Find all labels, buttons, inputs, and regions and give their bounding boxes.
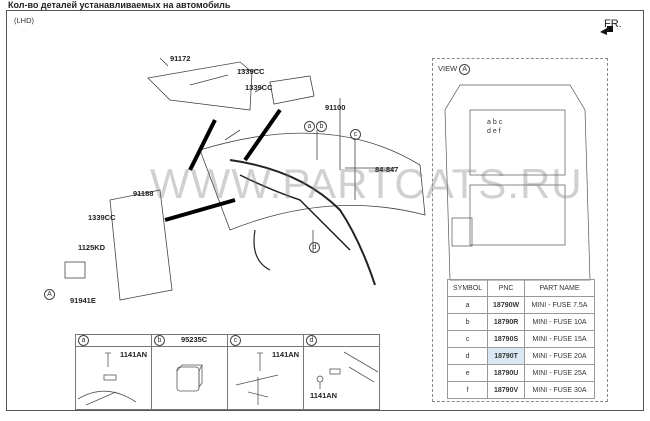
cell-pnc[interactable]: 18790R — [487, 313, 525, 331]
detail-d: d 1141AN — [303, 334, 380, 410]
cell-part-name: MINI - FUSE 15A — [523, 330, 596, 348]
callout-91100: 91100 — [325, 103, 346, 112]
cell-pnc[interactable]: 18790T — [487, 347, 525, 365]
view-a-panel — [432, 58, 608, 402]
cell-symbol: f — [446, 381, 489, 399]
variant-label: (LHD) — [14, 16, 34, 25]
cell-pnc[interactable]: 18790W — [487, 296, 525, 314]
detail-marker: d — [306, 335, 317, 346]
callout-1125kd: 1125KD — [78, 243, 106, 252]
cell-part-name: MINI - FUSE 25A — [523, 364, 596, 382]
callout-1339cc-3: 1339CC — [88, 213, 116, 222]
view-title-text: VIEW — [438, 64, 458, 73]
detail-a: a 1141AN — [75, 334, 152, 410]
marker-b: b — [316, 121, 327, 132]
watermark: WWW.PARTCATS.RU — [150, 160, 583, 207]
view-title-marker: A — [459, 64, 471, 75]
detail-marker: b — [154, 335, 165, 346]
view-marker-a: A — [44, 289, 55, 300]
detail-marker: a — [78, 335, 89, 346]
callout-91172: 91172 — [170, 54, 191, 63]
fuse-label: e — [492, 128, 497, 135]
front-arrow-icon — [600, 26, 613, 35]
page-header: Кол-во деталей устанавливаемых на автомо… — [8, 0, 231, 10]
fuse-label: d — [487, 128, 491, 135]
cell-symbol: a — [446, 296, 489, 314]
detail-part[interactable]: 1141AN — [310, 391, 338, 400]
bolt-bracket-drawing — [77, 352, 137, 406]
marker-c: c — [350, 129, 361, 140]
fuse-labels: a b c d e f — [487, 118, 547, 136]
detail-marker: c — [230, 335, 241, 346]
cell-pnc[interactable]: 18790U — [487, 364, 525, 382]
relay-drawing — [176, 364, 203, 392]
callout-1339cc-1: 1339CC — [237, 67, 265, 76]
fuse-label: f — [498, 128, 501, 135]
cell-symbol: b — [446, 313, 489, 331]
bolt-clip-drawing — [316, 351, 379, 389]
bracket-91172 — [147, 61, 253, 111]
callout-84-847: 84-847 — [375, 165, 399, 174]
detail-b: b 95235C — [151, 334, 228, 410]
cell-part-name: MINI - FUSE 30A — [523, 381, 596, 399]
callout-91941e: 91941E — [70, 296, 96, 305]
crash-pad — [199, 132, 426, 231]
diagram-frame — [6, 10, 644, 411]
col-part-name: PART NAME — [523, 279, 596, 297]
view-title: VIEW A — [438, 64, 471, 75]
col-pnc: PNC — [487, 279, 525, 297]
col-symbol: SYMBOL — [446, 279, 489, 297]
cell-symbol: c — [446, 330, 489, 348]
junction-box-91188 — [109, 189, 173, 301]
marker-d: d — [309, 242, 320, 253]
callout-1339cc-2: 1339CC — [245, 83, 273, 92]
cell-symbol: d — [446, 347, 489, 365]
detail-part[interactable]: 1141AN — [272, 350, 300, 359]
detail-part[interactable]: 1141AN — [120, 350, 148, 359]
detail-c: c 1141AN — [227, 334, 304, 410]
cell-pnc[interactable]: 18790V — [487, 381, 525, 399]
fuse-label: c — [498, 119, 503, 126]
cell-pnc[interactable]: 18790S — [487, 330, 525, 348]
detail-part[interactable]: 95235C — [180, 335, 208, 344]
cell-part-name: MINI - FUSE 7.5A — [523, 296, 596, 314]
cell-part-name: MINI - FUSE 20A — [523, 347, 596, 365]
cell-part-name: MINI - FUSE 10A — [523, 313, 596, 331]
marker-a: a — [304, 121, 315, 132]
fuse-label: a — [487, 119, 491, 126]
fuse-label: b — [492, 119, 497, 126]
relay-91941E — [64, 261, 86, 279]
cell-symbol: e — [446, 364, 489, 382]
callout-91188: 91188 — [133, 189, 154, 198]
bolt-harness-drawing — [235, 352, 279, 405]
